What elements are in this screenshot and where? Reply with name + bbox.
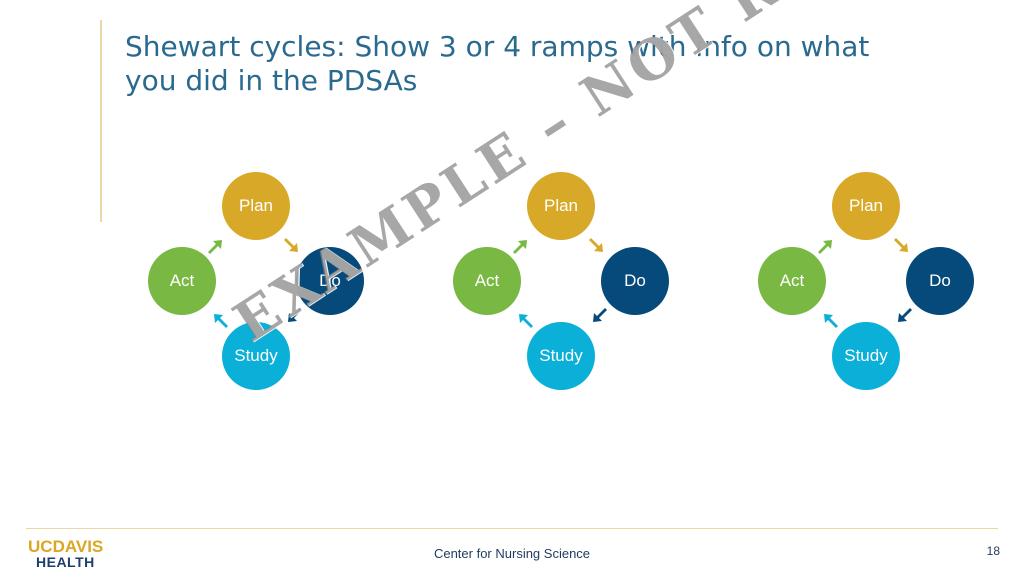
arrow-plan-to-do-icon [284,238,298,252]
act-circle: Act [453,247,521,315]
plan-label: Plan [543,196,579,215]
do-label: Do [319,271,341,290]
plan-circle: Plan [222,172,290,240]
page-number: 18 [986,544,1000,558]
study-circle: Study [527,322,595,390]
pdsa-cycle-1: Plan Do Study Act [146,172,376,394]
slide-title: Shewart cycles: Show 3 or 4 ramps with i… [125,30,870,97]
footer-divider [26,528,998,529]
arrow-do-to-study-icon [288,308,302,322]
do-circle: Do [601,247,669,315]
logo-davis-text: DAVIS [52,537,104,556]
uc-davis-health-logo: UCDAVIS HEALTH [28,538,112,570]
plan-label: Plan [848,196,884,215]
logo-health-text: HEALTH [36,554,95,570]
arrow-plan-to-do-icon [894,238,908,252]
pdsa-cycle-2: Plan Do Study Act [451,172,681,394]
act-circle: Act [758,247,826,315]
study-label: Study [539,346,583,365]
arrow-act-to-plan-icon [818,240,832,254]
plan-label: Plan [238,196,274,215]
do-circle: Do [906,247,974,315]
arrow-act-to-plan-icon [513,240,527,254]
study-circle: Study [832,322,900,390]
arrow-study-to-act-icon [824,314,838,328]
arrow-study-to-act-icon [519,314,533,328]
arrow-plan-to-do-icon [589,238,603,252]
do-circle: Do [296,247,364,315]
arrow-do-to-study-icon [898,308,912,322]
title-accent-line [100,20,102,222]
act-circle: Act [148,247,216,315]
do-label: Do [929,271,951,290]
study-label: Study [234,346,278,365]
act-label: Act [474,271,500,290]
study-circle: Study [222,322,290,390]
do-label: Do [624,271,646,290]
logo-uc-text: UC [28,537,53,556]
act-label: Act [779,271,805,290]
arrow-do-to-study-icon [593,308,607,322]
study-label: Study [844,346,888,365]
plan-circle: Plan [832,172,900,240]
act-label: Act [169,271,195,290]
arrow-study-to-act-icon [214,314,228,328]
plan-circle: Plan [527,172,595,240]
footer-text: Center for Nursing Science [433,546,591,561]
arrow-act-to-plan-icon [208,240,222,254]
pdsa-cycle-3: Plan Do Study Act [756,172,986,394]
